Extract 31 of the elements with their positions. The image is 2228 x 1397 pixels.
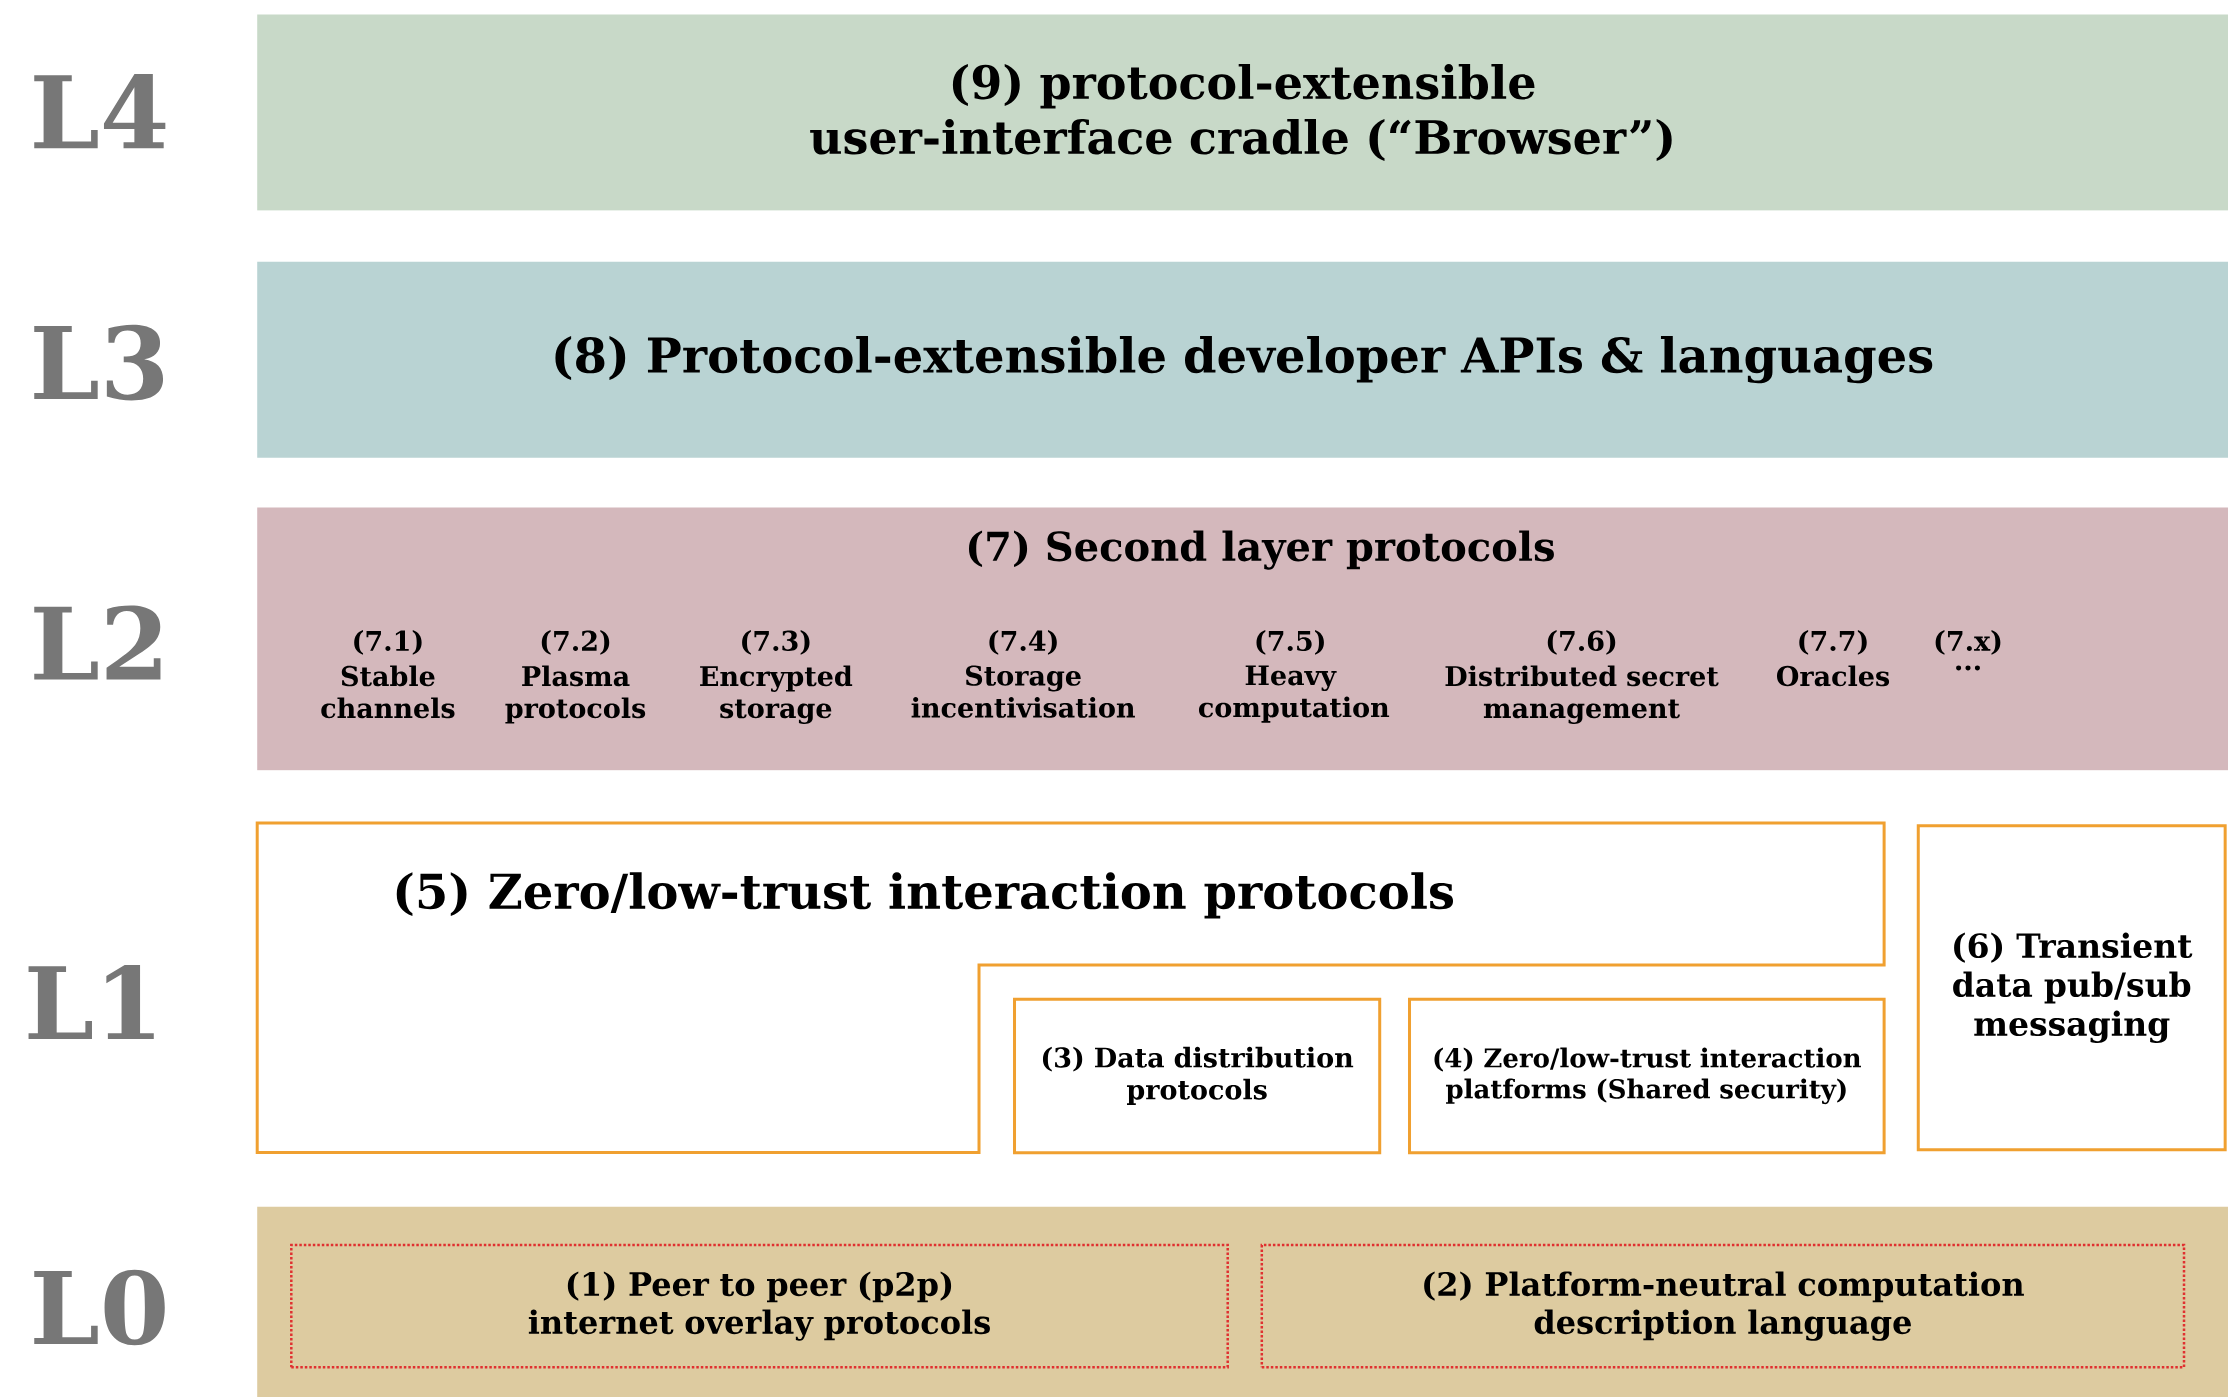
sub-protocol-number: (7.1) — [354, 630, 422, 655]
sub-protocol-name: Storage incentivisation — [911, 665, 1135, 718]
layer-band — [257, 1206, 2228, 1397]
sub-protocol-name: Stable channels — [321, 665, 455, 719]
sub-protocol-name: ... — [1956, 665, 1980, 671]
sub-protocol-number: (7.2) — [541, 630, 610, 655]
sub-protocol-name: Plasma protocols — [505, 665, 646, 724]
sub-protocol-number: (7.5) — [1256, 630, 1324, 655]
sub-protocol-name: Distributed secret management — [1445, 665, 1719, 724]
layer-band — [257, 507, 2228, 771]
layer-label: L4 — [34, 74, 166, 149]
sub-protocol-number: (7.6) — [1547, 630, 1616, 655]
sub-protocol-number: (7.x) — [1935, 630, 2001, 655]
layer-label: L3 — [34, 324, 164, 401]
protocol-box: (3) Data distribution protocols — [1013, 997, 1382, 1155]
layer-label: L0 — [34, 1269, 165, 1346]
layer-label: L1 — [28, 964, 154, 1040]
sub-protocol-name: Oracles — [1777, 665, 1890, 687]
layer-band: (9) protocol-extensible user-interface cradle (“Browser”) — [257, 14, 2228, 211]
sub-protocol-name: Encrypted storage — [700, 665, 853, 724]
protocol-box: (4) Zero/low-trust interaction platforms (Shared security) — [1408, 997, 1886, 1155]
sub-protocol-number: (7.7) — [1799, 630, 1867, 655]
protocol-box: (2) Platform-neutral computation description language — [1260, 1243, 2186, 1369]
sub-protocol-number: (7.4) — [989, 630, 1057, 655]
layer-label: L2 — [34, 605, 161, 680]
protocol-box: (6) Transient data pub/sub messaging — [1916, 824, 2227, 1152]
sub-protocol-number: (7.3) — [742, 630, 810, 655]
band-title: (7) Second layer protocols — [969, 530, 1554, 570]
sub-protocol-name: Heavy computation — [1199, 665, 1390, 723]
protocol-box: (1) Peer to peer (p2p) internet overlay protocols — [290, 1243, 1229, 1369]
layer-band: (8) Protocol-extensible developer APIs & languages — [257, 261, 2228, 458]
